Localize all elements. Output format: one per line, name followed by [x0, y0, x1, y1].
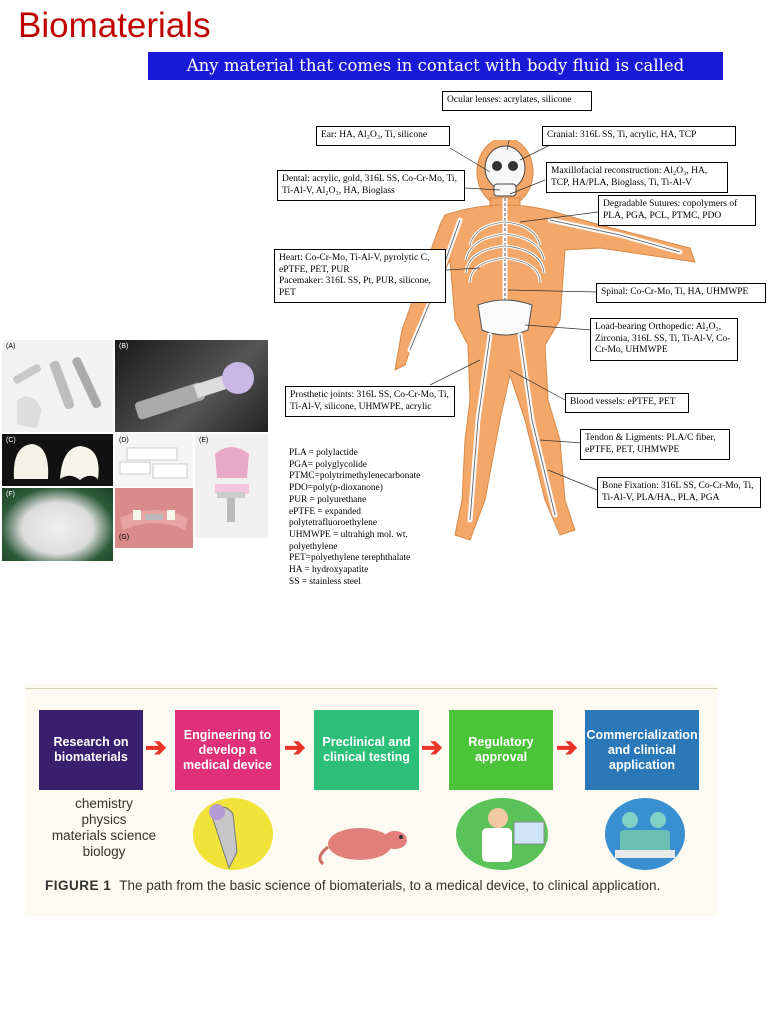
step-commercialization: Commercialization and clinical applicati…	[585, 710, 699, 790]
abbr-item: PLA = polylactide	[289, 448, 358, 458]
label-cranial: Cranial: 316L SS, Ti, acrylic, HA, TCP	[542, 126, 736, 146]
figure-path-to-clinic: Research on biomaterials ➔ Engineering t…	[25, 684, 718, 916]
regulatory-illustration	[456, 798, 548, 870]
abbr-item: PDO=poly(p-dioxanone)	[289, 483, 383, 494]
label-pacemaker: Pacemaker: 316L SS, Pt, PUR, silicone, P…	[279, 276, 431, 298]
clinical-illustration	[605, 798, 685, 870]
photo-label: (G)	[119, 534, 130, 541]
page-title: Biomaterials	[18, 6, 211, 45]
science-item: chemistry	[75, 796, 133, 811]
science-list: chemistry physics materials science biol…	[39, 796, 169, 860]
abbr-item: PTMC=polytrimethylenecarbonate	[289, 471, 421, 482]
arrow-icon: ➔	[421, 732, 443, 762]
label-bone-fixation: Bone Fixation: 316L SS, Co-Cr-Mo, Ti, Ti…	[597, 477, 761, 508]
photo-label: (C)	[6, 437, 16, 444]
abbr-item: SS = stainless steel	[289, 576, 361, 587]
science-item: physics	[81, 812, 127, 827]
step-preclinical-testing: Preclinical and clinical testing	[314, 710, 419, 790]
science-item: biology	[82, 844, 126, 859]
label-heart-pacemaker: Heart: Co-Cr-Mo, Ti-Al-V, pyrolytic C, e…	[274, 249, 446, 303]
label-load-bearing: Load-bearing Orthopedic: Al₂O₃, Zirconia…	[590, 318, 738, 361]
abbr-item: PGA= polyglycolide	[289, 459, 367, 470]
photo-f-granules: (F)	[2, 488, 113, 561]
photo-label: (A)	[6, 343, 16, 350]
step-research: Research on biomaterials	[39, 710, 143, 790]
abbr-item: UHMWPE = ultrahigh mol. wt. polyethylene	[289, 529, 408, 552]
arrow-icon: ➔	[556, 732, 578, 762]
science-item: materials science	[51, 828, 157, 843]
abbr-item: HA = hydroxyapatite	[289, 565, 369, 576]
label-prosthetic-joints: Prosthetic joints: 316L SS, Co-Cr-Mo, Ti…	[285, 386, 455, 417]
photo-c-dental-crowns: (C)	[2, 434, 113, 486]
label-heart: Heart: Co-Cr-Mo, Ti-Al-V, pyrolytic C, e…	[279, 253, 430, 275]
rat-illustration	[318, 828, 407, 866]
step-engineering: Engineering to develop a medical device	[175, 710, 280, 790]
arrow-icon: ➔	[145, 732, 167, 762]
abbreviation-list: PLA = polylactide PGA= polyglycolide PTM…	[289, 448, 449, 588]
photo-label: (E)	[199, 437, 209, 444]
photo-a-hip-stems: (A)	[2, 340, 113, 432]
step-regulatory-approval: Regulatory approval	[449, 710, 553, 790]
label-degradable-sutures: Degradable Sutures: copolymers of PLA, P…	[598, 195, 756, 226]
label-dental: Dental: acrylic, gold, 316L SS, Co-Cr-Mo…	[277, 170, 465, 201]
photo-b-implant: (B)	[115, 340, 268, 432]
abbr-item: PET=polyethylene terephthalate	[289, 553, 411, 564]
label-spinal: Spinal: Co-Cr-Mo, Ti, HA, UHMWPE	[596, 283, 766, 303]
photo-label: (D)	[119, 437, 129, 444]
label-maxillofacial: Maxillofacial reconstruction: Al₂O₃, HA,…	[546, 162, 728, 193]
figure-label: FIGURE 1	[45, 878, 112, 893]
label-blood-vessels: Blood vessels: ePTFE, PET	[565, 393, 689, 413]
abbr-item: ePTFE = expanded polytetrafluoroethylene	[289, 506, 377, 529]
label-tendon-ligaments: Tendon & Ligments: PLA/C fiber, ePTFE, P…	[580, 429, 730, 460]
photo-g-dental-implants: (G)	[115, 488, 193, 548]
photo-d-blocks: (D)	[115, 434, 193, 486]
definition-banner: Any material that comes in contact with …	[148, 52, 723, 103]
photo-e-knee-implant: (E)	[195, 434, 268, 538]
photo-label: (F)	[6, 491, 15, 498]
arrow-icon: ➔	[284, 732, 306, 762]
abbr-item: PUR = polyurethane	[289, 494, 367, 505]
figure-caption: FIGURE 1 The path from the basic science …	[45, 878, 660, 893]
label-ear: Ear: HA, Al₂O₃, Ti, silicone	[316, 126, 450, 146]
photo-label: (B)	[119, 343, 129, 350]
label-ocular-lenses: Ocular lenses: acrylates, silicone	[442, 91, 592, 111]
figure-caption-text: The path from the basic science of bioma…	[119, 878, 661, 893]
device-illustration	[193, 798, 273, 870]
